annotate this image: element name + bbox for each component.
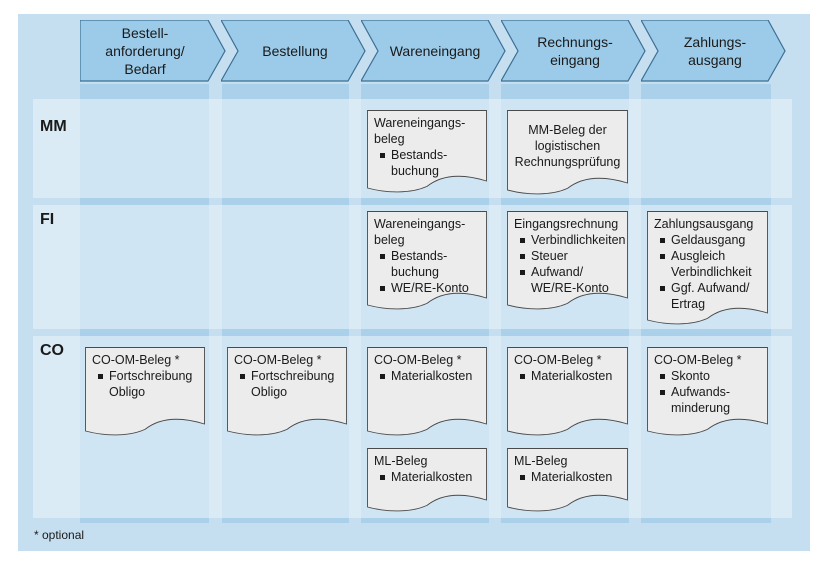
row-label-co: CO bbox=[40, 342, 64, 359]
document-text: CO-OM-Beleg *Fortschreibung Obligo bbox=[92, 352, 201, 400]
document-bullet: Skonto bbox=[654, 368, 764, 384]
step-label: Wareneingang bbox=[389, 43, 481, 59]
row-label-fi: FI bbox=[40, 211, 55, 228]
document-shape bbox=[85, 347, 205, 436]
document-outline bbox=[507, 211, 628, 310]
document-outline bbox=[367, 211, 487, 310]
document-outline bbox=[647, 211, 768, 325]
document-co-rechnungseingang: CO-OM-Beleg *Materialkosten bbox=[507, 347, 628, 436]
document-shape bbox=[367, 448, 487, 512]
document-outline bbox=[507, 448, 628, 512]
document-bullet: Fortschreibung Obligo bbox=[92, 368, 201, 400]
document-text: CO-OM-Beleg *Materialkosten bbox=[374, 352, 483, 384]
step-label: Bestell- anforderung/ Bedarf bbox=[105, 25, 185, 77]
document-text: CO-OM-Beleg *Materialkosten bbox=[514, 352, 624, 384]
document-shape bbox=[507, 347, 628, 436]
document-co-bestellung: CO-OM-Beleg *Fortschreibung Obligo bbox=[227, 347, 347, 436]
document-outline bbox=[647, 347, 768, 436]
document-shape bbox=[367, 110, 487, 193]
document-bullet: Aufwand/ WE/RE-Konto bbox=[514, 264, 624, 296]
row-label-mm: MM bbox=[40, 118, 67, 135]
document-outline bbox=[367, 347, 487, 436]
step-label: Zahlungs- ausgang bbox=[683, 34, 747, 68]
document-shape bbox=[367, 347, 487, 436]
document-bullet: Geldausgang bbox=[654, 232, 764, 248]
document-mm-rechnungspruefung: MM-Beleg der logistischen Rechnungsprüfu… bbox=[507, 110, 628, 195]
document-bullet: Verbindlichkeiten bbox=[514, 232, 626, 248]
document-bullet: Materialkosten bbox=[514, 368, 624, 384]
document-shape bbox=[507, 110, 628, 195]
document-text: MM-Beleg der logistischen Rechnungsprüfu… bbox=[511, 122, 624, 170]
document-bullet: Materialkosten bbox=[374, 368, 483, 384]
document-heading: ML-Beleg bbox=[374, 454, 428, 468]
document-heading: CO-OM-Beleg * bbox=[92, 353, 180, 367]
document-shape bbox=[507, 448, 628, 512]
document-outline bbox=[227, 347, 347, 436]
document-bullet: Materialkosten bbox=[514, 469, 624, 485]
document-shape bbox=[367, 211, 487, 310]
document-heading: MM-Beleg der logistischen Rechnungsprüfu… bbox=[514, 123, 621, 169]
document-bullet: Bestands- buchung bbox=[374, 147, 483, 179]
document-outline bbox=[507, 110, 628, 195]
document-bullet: Ausgleich Verbindlichkeit bbox=[654, 248, 764, 280]
document-shape bbox=[647, 347, 768, 436]
document-heading: Eingangsrechnung bbox=[514, 217, 619, 231]
document-heading: CO-OM-Beleg * bbox=[374, 353, 462, 367]
document-bullet: Bestands- buchung bbox=[374, 248, 483, 280]
document-bullet: Fortschreibung Obligo bbox=[234, 368, 343, 400]
document-co-wareneingang: CO-OM-Beleg *Materialkosten bbox=[367, 347, 487, 436]
document-bullet: WE/RE-Konto bbox=[374, 280, 483, 296]
document-bullet: Steuer bbox=[514, 248, 624, 264]
document-outline bbox=[507, 347, 628, 436]
document-shape bbox=[227, 347, 347, 436]
document-heading: Wareneingangs- beleg bbox=[374, 116, 466, 146]
document-outline bbox=[367, 110, 487, 193]
document-heading: CO-OM-Beleg * bbox=[234, 353, 322, 367]
document-shape bbox=[647, 211, 768, 325]
document-co-bestellanforderung: CO-OM-Beleg *Fortschreibung Obligo bbox=[85, 347, 205, 436]
footnote: * optional bbox=[34, 528, 85, 542]
document-heading: ML-Beleg bbox=[514, 454, 568, 468]
document-bullet: Ggf. Aufwand/ Ertrag bbox=[654, 280, 764, 312]
document-bullet: Materialkosten bbox=[374, 469, 483, 485]
document-heading: CO-OM-Beleg * bbox=[654, 353, 742, 367]
document-outline bbox=[85, 347, 205, 436]
document-heading: Wareneingangs- beleg bbox=[374, 217, 466, 247]
document-shape bbox=[507, 211, 628, 310]
step-label: Rechnungs- eingang bbox=[537, 34, 613, 68]
document-outline bbox=[367, 448, 487, 512]
process-step-bestellung: Bestellung bbox=[221, 20, 367, 82]
document-bullet: Aufwands- minderung bbox=[654, 384, 764, 416]
document-heading: CO-OM-Beleg * bbox=[514, 353, 602, 367]
process-step-bestellanforderung: Bestell- anforderung/ Bedarf bbox=[80, 20, 226, 82]
process-step-rechnungseingang: Rechnungs- eingang bbox=[501, 20, 647, 82]
process-step-zahlungsausgang: Zahlungs- ausgang bbox=[641, 20, 787, 82]
process-step-wareneingang: Wareneingang bbox=[361, 20, 507, 82]
step-label: Bestellung bbox=[262, 43, 328, 59]
document-text: CO-OM-Beleg *Fortschreibung Obligo bbox=[234, 352, 343, 400]
document-heading: Zahlungsausgang bbox=[654, 217, 754, 231]
